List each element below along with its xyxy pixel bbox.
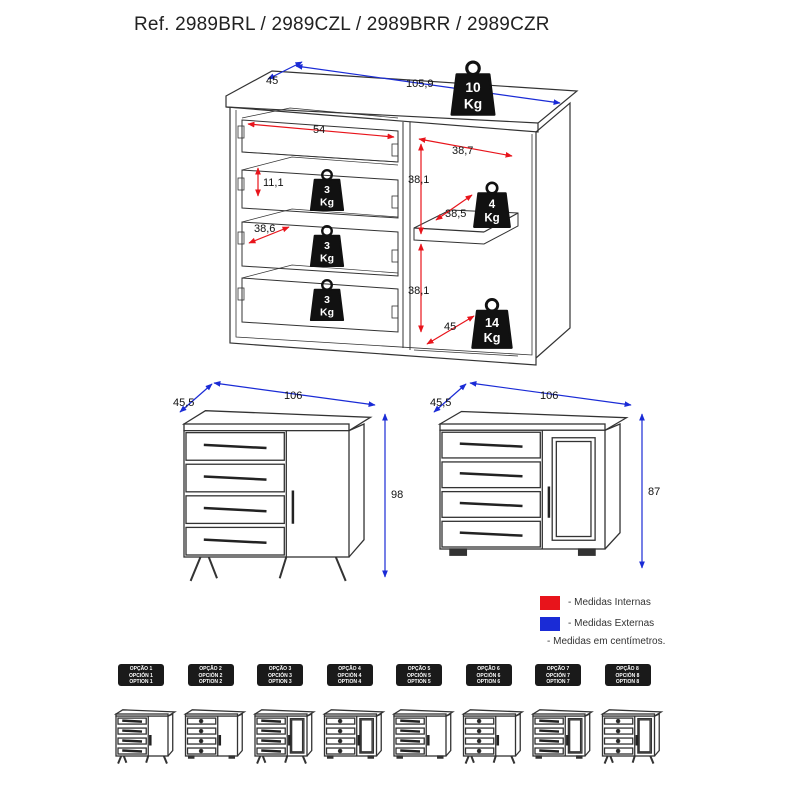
- svg-text:3: 3: [324, 185, 330, 196]
- front-view-base: [437, 410, 629, 556]
- svg-text:14: 14: [485, 316, 499, 330]
- option-thumbnail-8: [600, 709, 664, 764]
- label-left-depth: 45,5: [173, 397, 194, 409]
- legend-external: - Medidas Externas: [540, 613, 665, 634]
- label-bottom-depth: 45: [444, 321, 456, 333]
- option-thumbnails: [113, 709, 664, 764]
- svg-text:Kg: Kg: [320, 253, 334, 264]
- blue-swatch-icon: [540, 616, 560, 631]
- front-view-legs: [181, 410, 373, 582]
- option-thumbnail-7: [530, 709, 594, 759]
- red-swatch-icon: [540, 595, 560, 610]
- front-view-dimensions: [179, 381, 645, 578]
- svg-text:Kg: Kg: [484, 331, 501, 345]
- svg-text:3: 3: [324, 241, 330, 252]
- label-drawer-width: 54: [313, 124, 325, 136]
- svg-text:Kg: Kg: [464, 96, 482, 111]
- label-drawer-depth: 38,6: [254, 223, 275, 235]
- option-thumbnail-6: [461, 709, 525, 764]
- weight-icon-drawer-1: 3Kg: [309, 169, 345, 212]
- legend-internal: - Medidas Internas: [540, 592, 665, 613]
- option-thumbnail-5: [391, 709, 455, 759]
- label-right-height: 87: [648, 486, 660, 498]
- svg-text:4: 4: [489, 199, 496, 211]
- top-view-dimensions: [247, 61, 561, 345]
- label-compartment-upper: 38,1: [408, 174, 429, 186]
- option-thumbnail-1: [113, 709, 177, 764]
- open-cabinet-view: [225, 70, 579, 366]
- svg-text:Kg: Kg: [320, 197, 334, 208]
- label-compartment-lower: 38,1: [408, 285, 429, 297]
- svg-text:3: 3: [324, 295, 330, 306]
- svg-text:Kg: Kg: [320, 307, 334, 318]
- label-drawer-height: 11,1: [263, 177, 284, 189]
- label-left-width: 106: [284, 390, 302, 402]
- option-thumbnail-4: [322, 709, 386, 759]
- weight-icon-drawer-3: 3Kg: [309, 279, 345, 322]
- option-thumbnail-3: [252, 709, 316, 764]
- label-depth-top: 45: [266, 75, 278, 87]
- weight-icon-shelf: 4Kg: [473, 181, 511, 228]
- label-shelf-depth: 38,5: [445, 208, 466, 220]
- label-left-height: 98: [391, 489, 403, 501]
- label-width-top: 105,9: [406, 78, 434, 90]
- weight-icon-drawer-2: 3Kg: [309, 225, 345, 268]
- label-right-width: 106: [540, 390, 558, 402]
- label-compartment-width: 38,7: [452, 145, 473, 157]
- svg-text:Kg: Kg: [484, 213, 499, 225]
- legend: - Medidas Internas - Medidas Externas - …: [540, 592, 665, 647]
- option-thumbnail-2: [183, 709, 247, 759]
- label-right-depth: 45,5: [430, 397, 451, 409]
- svg-text:10: 10: [465, 80, 481, 95]
- page-title: Ref. 2989BRL / 2989CZL / 2989BRR / 2989C…: [134, 14, 550, 35]
- legend-note: - Medidas em centímetros.: [547, 636, 666, 647]
